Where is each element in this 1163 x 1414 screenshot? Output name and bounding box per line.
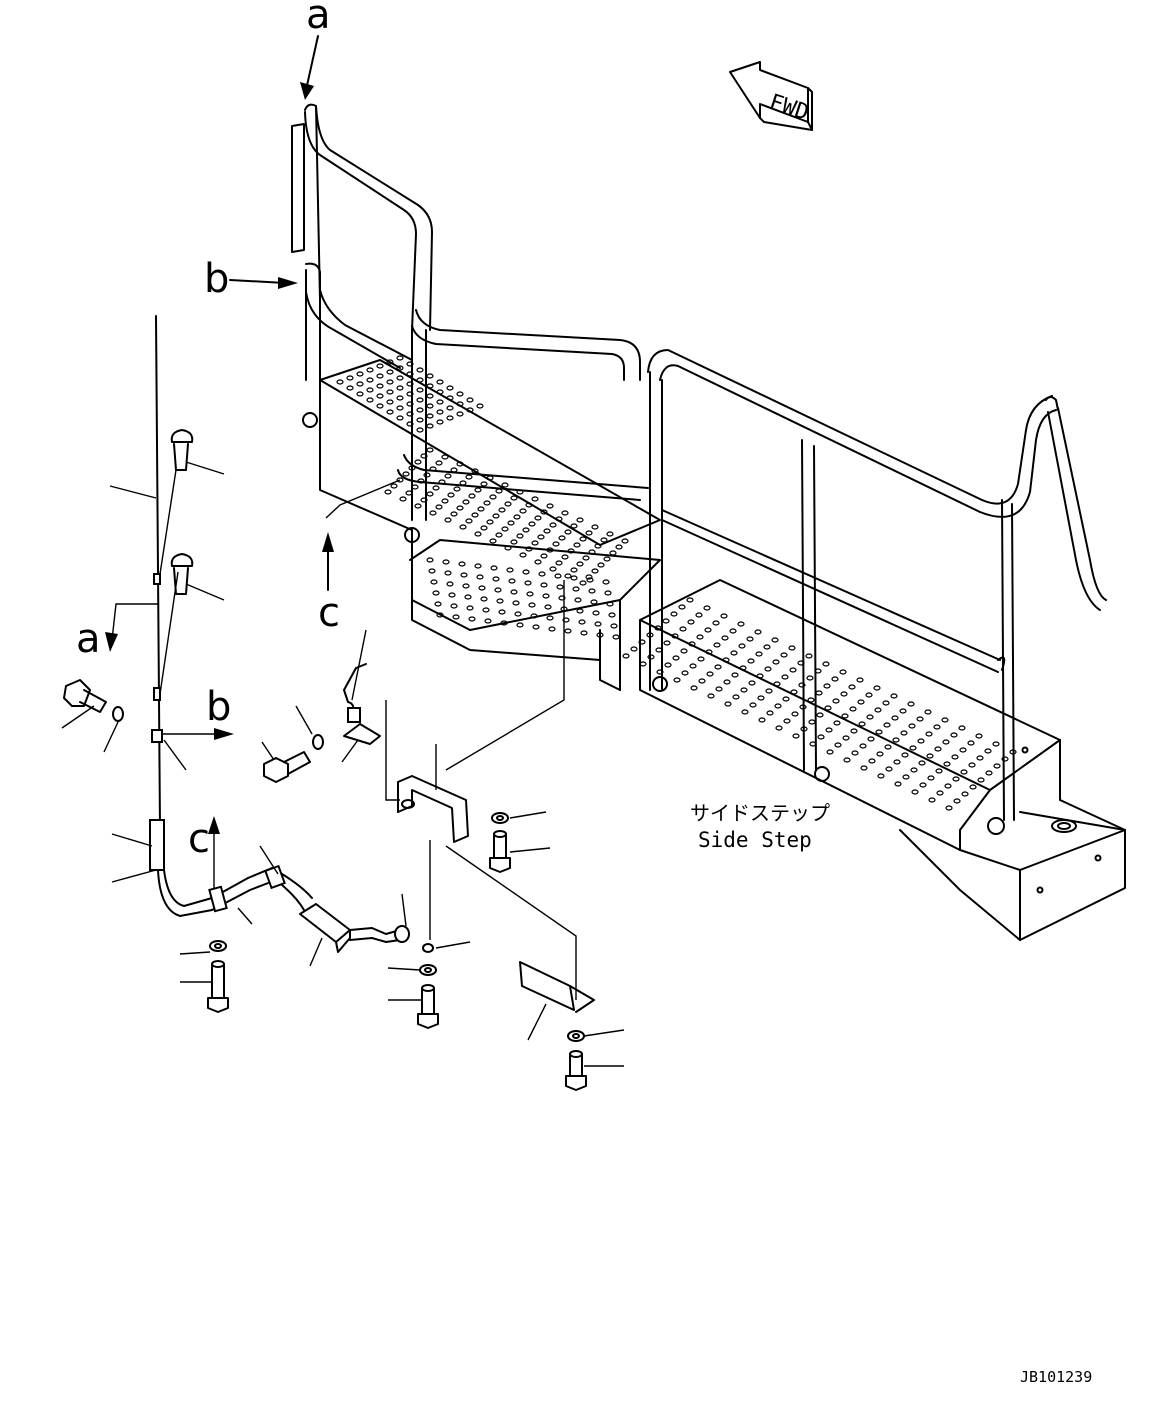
- fwd-arrow-icon: [729, 61, 813, 131]
- view-label-c-detail: c: [188, 816, 210, 862]
- drawing-number: JB101239: [1020, 1368, 1092, 1386]
- fwd-label: FWD: [766, 90, 812, 126]
- leader-lines: [325, 479, 577, 1000]
- rod-assembly: [149, 315, 179, 871]
- washer-bolt-middle: [417, 964, 439, 1029]
- view-label-b-top: b: [204, 256, 229, 302]
- view-label-a-detail: a: [76, 616, 101, 662]
- clip-bolt-upper: [170, 429, 194, 471]
- wire-harness: [157, 864, 434, 953]
- cable-clip: [343, 663, 381, 745]
- view-label-c-top: c: [318, 590, 340, 636]
- view-label-a-top: a: [306, 0, 331, 38]
- washer-bolt-right-upper: [489, 812, 511, 873]
- handrail-rear: [291, 103, 649, 521]
- view-arrow-b: [229, 277, 298, 289]
- side-step-label-en: Side Step: [698, 828, 812, 852]
- cover-plate: [519, 961, 595, 1013]
- mounting-bracket: [397, 775, 469, 843]
- view-arrow-c: [322, 532, 334, 591]
- view-arrow-a: [300, 35, 319, 100]
- view-label-b-detail: b: [206, 684, 231, 730]
- perforation-holes: [336, 355, 1017, 811]
- handrail-front: [647, 349, 1107, 821]
- hex-bolt-left: [63, 679, 124, 722]
- side-step-label-jp: サイドステップ: [690, 801, 830, 825]
- washer-bolt-left: [207, 940, 229, 1013]
- callout-leaders: [61, 461, 625, 1067]
- washer-bolt-right-lower: [565, 1030, 587, 1091]
- hex-bolt-center: [263, 734, 324, 783]
- clip-bolt-lower: [170, 553, 194, 595]
